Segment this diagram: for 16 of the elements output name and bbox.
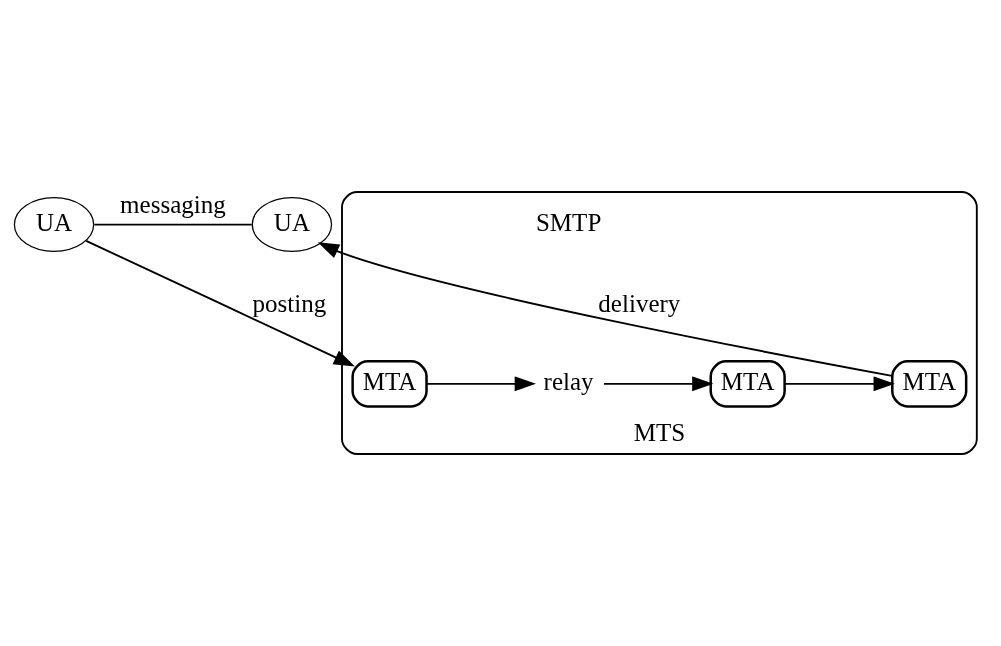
node-box: MTA: [351, 360, 428, 408]
edge-label: posting: [252, 290, 327, 318]
label: SMTP: [535, 208, 602, 236]
node-box: MTA: [709, 360, 786, 408]
connector: [93, 223, 253, 226]
node-ellipse: UA: [13, 197, 95, 253]
node-ellipse: UA: [251, 197, 333, 253]
arrow: [603, 376, 714, 392]
edge-label: messaging: [120, 191, 226, 219]
arrow: [425, 376, 536, 392]
edge-label: delivery: [598, 290, 681, 318]
node-text: relay: [543, 368, 594, 396]
arrow: [783, 376, 895, 392]
node-box: MTA: [891, 360, 968, 408]
arrow: [85, 239, 355, 367]
arrow: [317, 242, 893, 377]
